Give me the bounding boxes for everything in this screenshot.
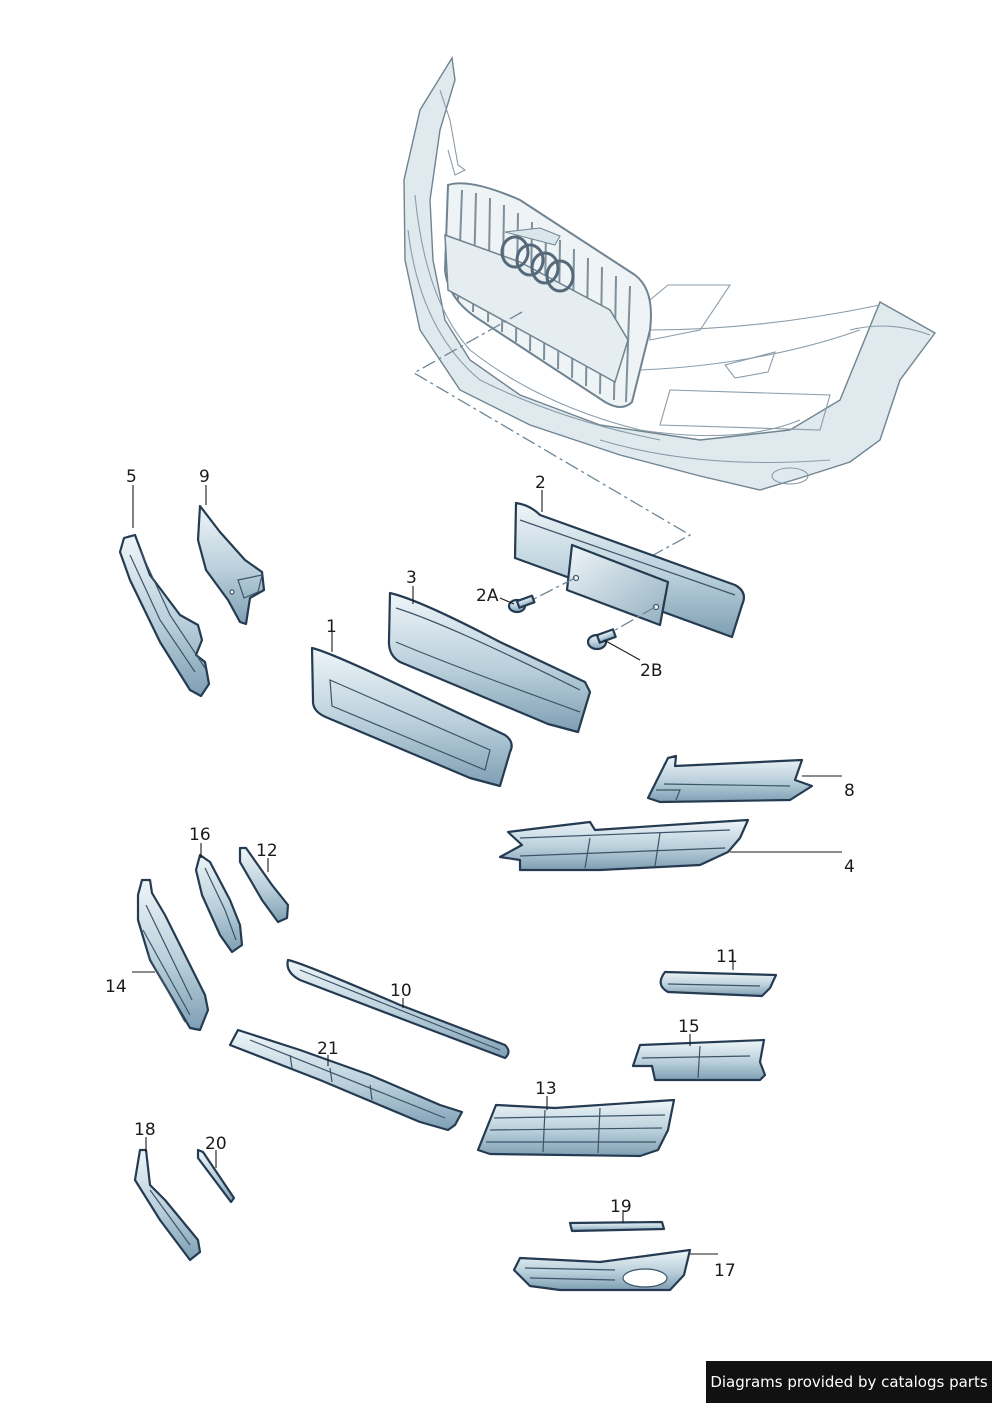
label-21: 21	[317, 1039, 339, 1059]
part-16-side-trim[interactable]	[196, 855, 242, 952]
part-4-grille-insert[interactable]	[500, 820, 748, 870]
screw-2b[interactable]	[588, 629, 616, 649]
part-13-center-grille[interactable]	[478, 1100, 674, 1156]
label-2: 2	[535, 473, 546, 493]
label-10: 10	[390, 981, 412, 1001]
footer-credit: Diagrams provided by catalogs parts	[706, 1361, 992, 1403]
part-18-side-trim[interactable]	[135, 1150, 200, 1260]
part-14-side-grille[interactable]	[138, 880, 208, 1030]
part-11-fog-trim[interactable]	[661, 972, 776, 996]
part-19-strip[interactable]	[570, 1222, 664, 1231]
part-21-lower-trim[interactable]	[230, 1030, 462, 1130]
label-11: 11	[716, 947, 738, 967]
label-17: 17	[714, 1261, 736, 1281]
label-3: 3	[406, 568, 417, 588]
label-15: 15	[678, 1017, 700, 1037]
label-13: 13	[535, 1079, 557, 1099]
part-5-side-bracket[interactable]	[120, 535, 209, 696]
label-4: 4	[844, 857, 855, 877]
label-18: 18	[134, 1120, 156, 1140]
front-bumper-assembly	[404, 58, 935, 490]
part-9-bracket[interactable]	[198, 506, 264, 624]
label-2a: 2A	[476, 586, 499, 606]
label-8: 8	[844, 781, 855, 801]
label-5: 5	[126, 467, 137, 487]
part-2-plate-carrier[interactable]	[515, 503, 744, 637]
label-12: 12	[256, 841, 278, 861]
label-2b: 2B	[640, 661, 662, 681]
label-19: 19	[610, 1197, 632, 1217]
part-17-fog-grille[interactable]	[514, 1250, 690, 1290]
part-8-insert-trim[interactable]	[648, 756, 812, 802]
part-15-bracket[interactable]	[633, 1040, 765, 1080]
label-9: 9	[199, 467, 210, 487]
label-14: 14	[105, 977, 127, 997]
label-16: 16	[189, 825, 211, 845]
label-1: 1	[326, 617, 337, 637]
label-20: 20	[205, 1134, 227, 1154]
